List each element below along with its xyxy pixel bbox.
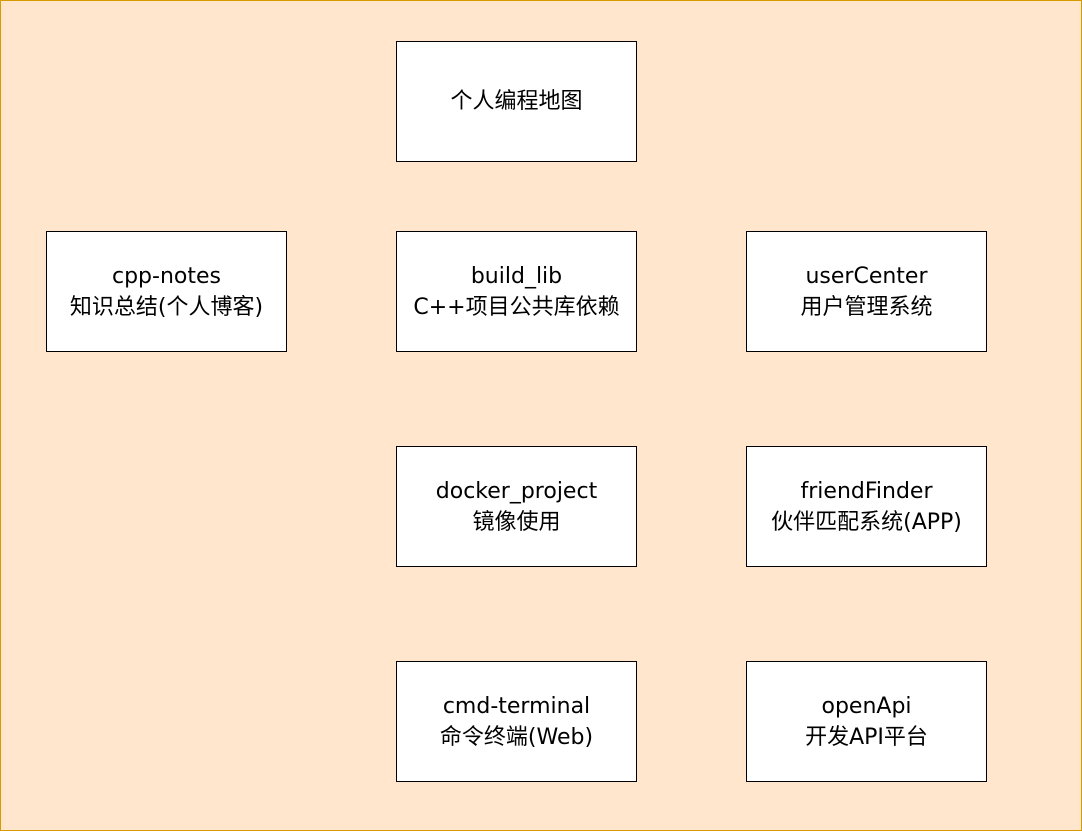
- node-title: build_lib: [470, 263, 563, 289]
- node-subtitle: 开发API平台: [805, 724, 928, 750]
- node-subtitle: 命令终端(Web): [439, 724, 594, 750]
- node-subtitle: 镜像使用: [472, 509, 561, 535]
- node-subtitle: C++项目公共库依赖: [413, 294, 620, 320]
- node-title: cpp-notes: [112, 263, 221, 289]
- node-subtitle: 伙伴匹配系统(APP): [771, 509, 962, 535]
- node-title: openApi: [821, 693, 912, 719]
- node-title: friendFinder: [800, 478, 933, 504]
- node-subtitle: 知识总结(个人博客): [69, 294, 264, 320]
- node-build-lib[interactable]: build_lib C++项目公共库依赖: [396, 231, 637, 352]
- node-docker-project[interactable]: docker_project 镜像使用: [396, 446, 637, 567]
- node-user-center[interactable]: userCenter 用户管理系统: [746, 231, 987, 352]
- node-title: userCenter: [805, 263, 928, 289]
- node-cpp-notes[interactable]: cpp-notes 知识总结(个人博客): [46, 231, 287, 352]
- node-personal-programming-map[interactable]: 个人编程地图: [396, 41, 637, 162]
- node-title: docker_project: [435, 478, 598, 504]
- node-title: cmd-terminal: [442, 693, 591, 719]
- node-friend-finder[interactable]: friendFinder 伙伴匹配系统(APP): [746, 446, 987, 567]
- node-cmd-terminal[interactable]: cmd-terminal 命令终端(Web): [396, 661, 637, 782]
- node-subtitle: 用户管理系统: [800, 294, 933, 320]
- node-title: 个人编程地图: [450, 89, 583, 114]
- node-open-api[interactable]: openApi 开发API平台: [746, 661, 987, 782]
